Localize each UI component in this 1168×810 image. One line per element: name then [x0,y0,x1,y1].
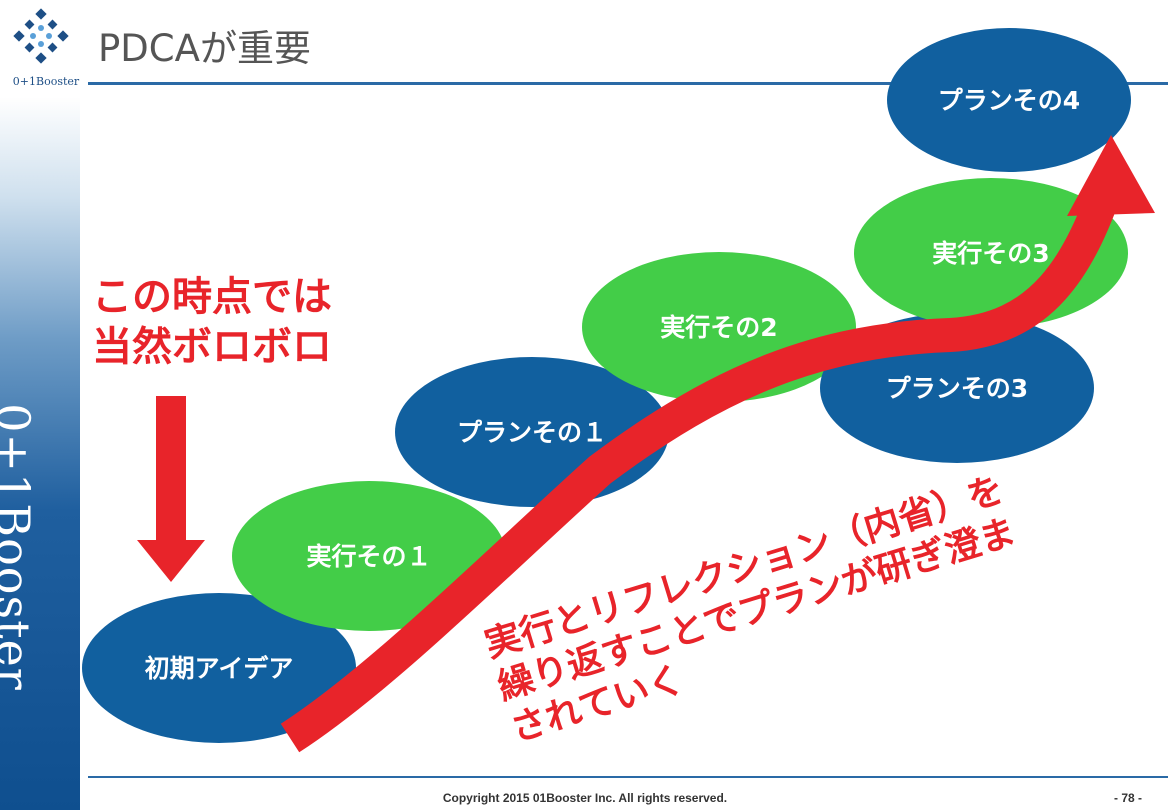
growth-arrow [280,135,1155,753]
step-label: プランその3 [886,374,1028,403]
step-ellipse [232,481,506,631]
step-ellipse [82,593,356,743]
step-label: 実行その１ [306,542,431,571]
step-label: 初期アイデア [145,654,294,683]
step-label: プランその4 [938,86,1080,115]
footer-divider [88,776,1168,778]
page-number: - 78 - [1113,791,1142,805]
step-label: プランその１ [457,418,607,447]
logo-mark-icon [13,8,69,64]
step-2-execute: 実行その１ [232,481,506,631]
title-divider [88,82,1168,85]
slide-title: PDCAが重要 [98,27,311,70]
copyright-text: Copyright 2015 01Booster Inc. All rights… [442,791,728,805]
down-arrow-icon [137,396,205,582]
logo-text: 0+1Booster [12,75,80,88]
step-label: 実行その3 [932,239,1049,268]
step-ellipse [887,28,1131,172]
note-line-2: 当然ボロボロ [92,324,332,370]
company-logo: 0+1Booster [4,6,79,88]
step-1-plan: 初期アイデア [82,593,356,743]
early-stage-note: この時点では 当然ボロボロ [92,272,372,372]
sidebar-band: 0+1Booster [0,97,80,810]
note-line-1: この時点では [92,274,332,320]
step-label: 実行その2 [660,313,777,342]
step-7-plan: プランその4 [887,28,1131,172]
